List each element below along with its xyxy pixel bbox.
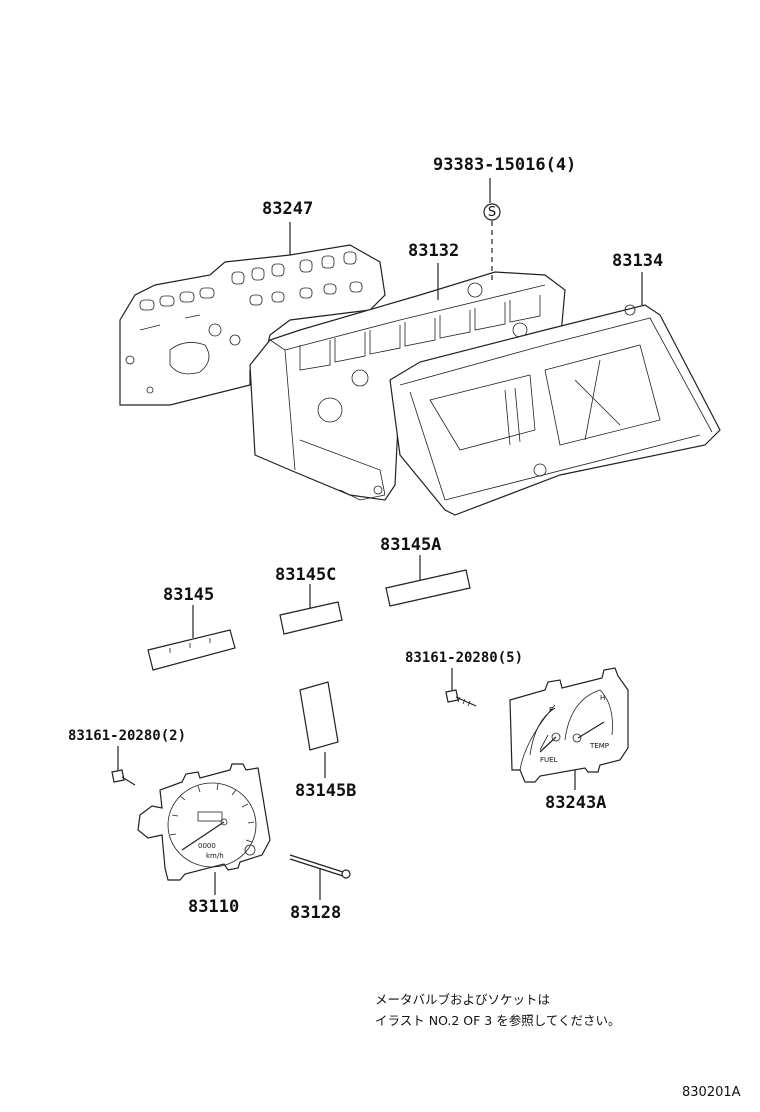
label-83132: 83132 — [408, 241, 459, 261]
label-83161-5: 83161-20280(5) — [405, 650, 523, 666]
speedo-odometer-text: 0000 — [198, 842, 216, 850]
label-83243a: 83243A — [545, 793, 606, 813]
label-83145b: 83145B — [295, 781, 356, 801]
plate-83247-drawing — [119, 222, 386, 406]
gauge-fuel-label: FUEL — [540, 756, 558, 764]
gauge-83243a-drawing: F H FUEL TEMP — [509, 667, 629, 790]
note-line-2: イラスト NO.2 OF 3 を参照してください。 — [375, 1013, 621, 1028]
speedo-kmh-label: km/h — [206, 852, 224, 860]
gauge-f-label: F — [549, 706, 553, 714]
label-93383: 93383-15016(4) — [433, 155, 576, 175]
figure-code: 830201A — [682, 1085, 741, 1100]
plate-83145a-drawing — [385, 555, 471, 607]
glass-83134-drawing — [389, 272, 721, 516]
label-83247: 83247 — [262, 199, 313, 219]
screw-93383-drawing: S — [483, 178, 501, 280]
label-83110: 83110 — [188, 897, 239, 917]
label-83134: 83134 — [612, 251, 663, 271]
gauge-temp-label: TEMP — [589, 742, 609, 750]
gauge-h-label: H — [600, 694, 605, 702]
plate-83145c-drawing — [279, 584, 343, 635]
label-83161-2: 83161-20280(2) — [68, 728, 186, 744]
shaft-83128-drawing — [289, 854, 351, 900]
screw-83161-5-drawing — [445, 668, 477, 707]
label-83145: 83145 — [163, 585, 214, 605]
screw-83161-2-drawing — [111, 746, 136, 786]
note-line-1: メータバルブおよびソケットは — [375, 992, 550, 1007]
screw-symbol-s: S — [488, 205, 496, 220]
label-83128: 83128 — [290, 903, 341, 923]
plate-83145-drawing — [147, 605, 236, 671]
label-83145c: 83145C — [275, 565, 336, 585]
speedo-83110-drawing: 0000 km/h — [137, 763, 271, 895]
label-83145a: 83145A — [380, 535, 441, 555]
plate-83145b-drawing — [299, 681, 339, 778]
